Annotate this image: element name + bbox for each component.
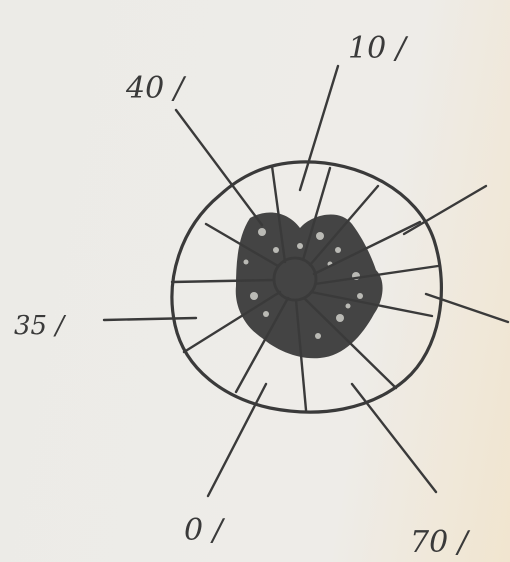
leader-bottom-left [208, 384, 266, 496]
leader-top [300, 66, 338, 190]
label-upper-left: 40 / [125, 71, 187, 106]
leader-left [104, 318, 196, 320]
label-left: 35 / [14, 311, 66, 341]
leader-bottom-right [352, 384, 436, 492]
label-bottom-left: 0 / [184, 513, 226, 548]
label-top: 10 / [348, 31, 409, 66]
shaded-core [236, 213, 383, 359]
label-bottom-right: 70 / [410, 525, 471, 560]
leader-upper-left [176, 110, 262, 225]
